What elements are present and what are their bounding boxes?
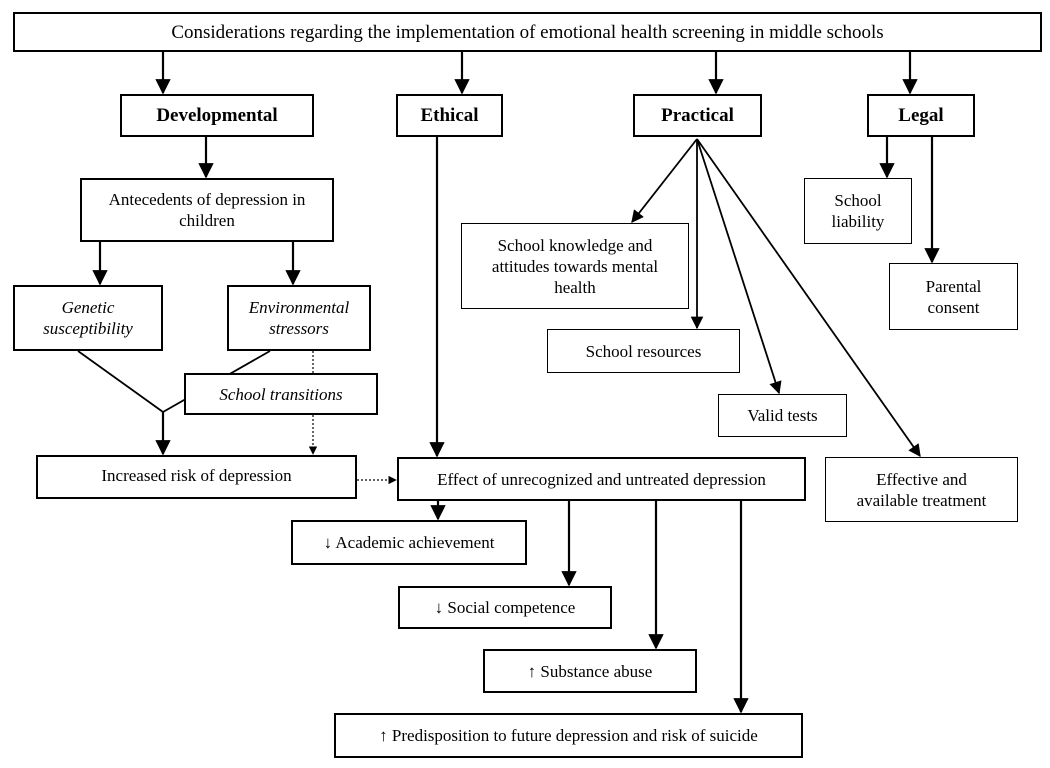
title-box: Considerations regarding the implementat… — [13, 12, 1042, 52]
environmental-stressors-box: Environmental stressors — [227, 285, 371, 351]
predisposition-box: ↑ Predisposition to future depression an… — [334, 713, 803, 758]
effective-treatment-box: Effective and available treatment — [825, 457, 1018, 522]
social-competence-box: ↓ Social competence — [398, 586, 612, 629]
category-ethical: Ethical — [396, 94, 503, 137]
arrow-practical-to-treatment — [696, 138, 921, 458]
school-knowledge-box: School knowledge and attitudes towards m… — [461, 223, 689, 309]
genetic-susceptibility-box: Genetic susceptibility — [13, 285, 163, 351]
school-transitions-box: School transitions — [184, 373, 378, 415]
parental-consent-box: Parental consent — [889, 263, 1018, 330]
line-genetic-merge — [77, 350, 164, 413]
school-liability-box: School liability — [804, 178, 912, 244]
category-legal: Legal — [867, 94, 975, 137]
antecedents-box: Antecedents of depression in children — [80, 178, 334, 242]
academic-achievement-box: ↓ Academic achievement — [291, 520, 527, 565]
category-practical: Practical — [633, 94, 762, 137]
school-resources-box: School resources — [547, 329, 740, 373]
diagram-title: Considerations regarding the implementat… — [171, 21, 884, 43]
valid-tests-box: Valid tests — [718, 394, 847, 437]
effect-box: Effect of unrecognized and untreated dep… — [397, 457, 806, 501]
arrow-practical-to-knowledge — [631, 138, 698, 223]
category-developmental: Developmental — [120, 94, 314, 137]
arrow-practical-to-valid-tests — [696, 138, 782, 395]
substance-abuse-box: ↑ Substance abuse — [483, 649, 697, 693]
increased-risk-box: Increased risk of depression — [36, 455, 357, 499]
